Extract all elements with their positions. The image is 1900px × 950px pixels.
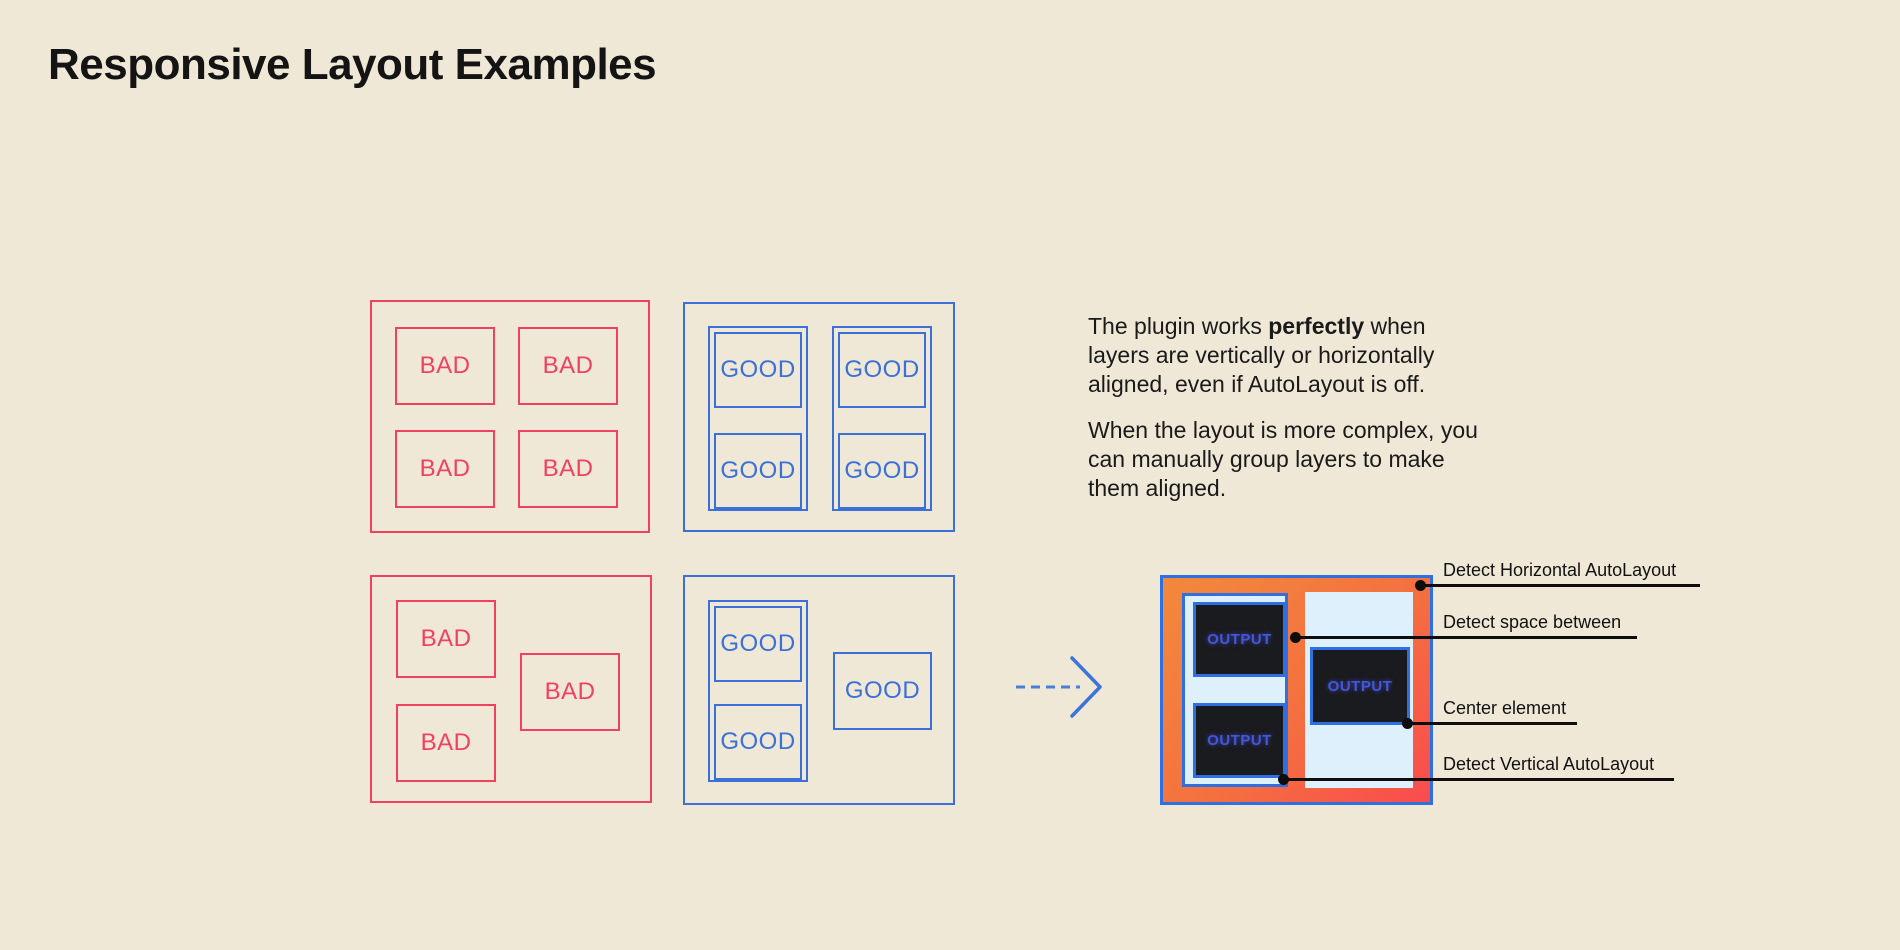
output-label: OUTPUT [1207,631,1272,648]
annotation-line [1283,778,1674,781]
bad-label: BAD [544,678,596,705]
output-label: OUTPUT [1327,677,1393,695]
annotation-label: Center element [1443,698,1567,718]
bad-label: BAD [419,352,471,379]
good-layer: GOOD [714,433,802,509]
annotation-dot [1415,580,1426,591]
description-line: layers are vertically or horizontally [1088,342,1435,368]
description-text: The plugin works perfectly when layers a… [1088,312,1568,503]
bad-layer: BAD [396,600,496,678]
good-group: GOOD GOOD [832,326,932,511]
good-layer: GOOD [833,652,932,730]
bad-label: BAD [542,455,594,482]
good-group: GOOD GOOD [708,600,808,782]
bad-label: BAD [542,352,594,379]
description-line: aligned, even if AutoLayout is off. [1088,371,1426,397]
description-line: The plugin works perfectly when [1088,313,1426,339]
annotation-dot [1402,718,1413,729]
annotation-line [1420,584,1700,587]
good-label: GOOD [844,356,920,383]
output-layer: OUTPUT [1310,647,1410,725]
description-line: When the layout is more complex, you [1088,417,1478,443]
page-title: Responsive Layout Examples [48,40,657,89]
good-group: GOOD GOOD [708,326,808,511]
good-label: GOOD [844,457,920,484]
good-label: GOOD [720,356,796,383]
good-layer: GOOD [838,433,926,509]
output-vertical-group: OUTPUT OUTPUT [1182,593,1288,787]
bad-layer: BAD [396,704,496,782]
annotation-label: Detect Vertical AutoLayout [1443,754,1655,774]
bad-layer: BAD [395,430,495,508]
good-layer: GOOD [714,606,802,682]
good-layer: GOOD [714,332,802,408]
output-center-column: OUTPUT [1305,592,1413,788]
good-label: GOOD [720,728,796,755]
bad-irregular-example: BAD BAD BAD [370,575,652,803]
bad-layer: BAD [395,327,495,405]
bad-layer: BAD [518,430,618,508]
description-line: them aligned. [1088,475,1227,501]
output-layer: OUTPUT [1193,703,1286,778]
output-layer: OUTPUT [1193,602,1286,677]
bad-label: BAD [419,455,471,482]
good-layer: GOOD [714,704,802,780]
good-layer: GOOD [838,332,926,408]
good-label: GOOD [844,677,921,704]
good-label: GOOD [720,457,796,484]
arrow-icon [1016,656,1102,718]
annotation-line [1407,722,1577,725]
bad-grid-example: BAD BAD BAD BAD [370,300,650,533]
annotation-dot [1278,774,1289,785]
bad-layer: BAD [518,327,618,405]
good-grouped-example: GOOD GOOD GOOD [683,575,955,805]
bad-label: BAD [420,729,472,756]
annotation-label: Detect space between [1443,612,1622,632]
good-label: GOOD [720,630,796,657]
output-label: OUTPUT [1207,732,1272,749]
good-grid-example: GOOD GOOD GOOD GOOD [683,302,955,532]
annotation-label: Detect Horizontal AutoLayout [1443,560,1677,580]
bad-label: BAD [420,625,472,652]
output-result-frame: OUTPUT OUTPUT OUTPUT [1160,575,1433,805]
description-line: can manually group layers to make [1088,446,1445,472]
annotation-line [1295,636,1637,639]
bad-layer: BAD [520,653,620,731]
annotation-dot [1290,632,1301,643]
